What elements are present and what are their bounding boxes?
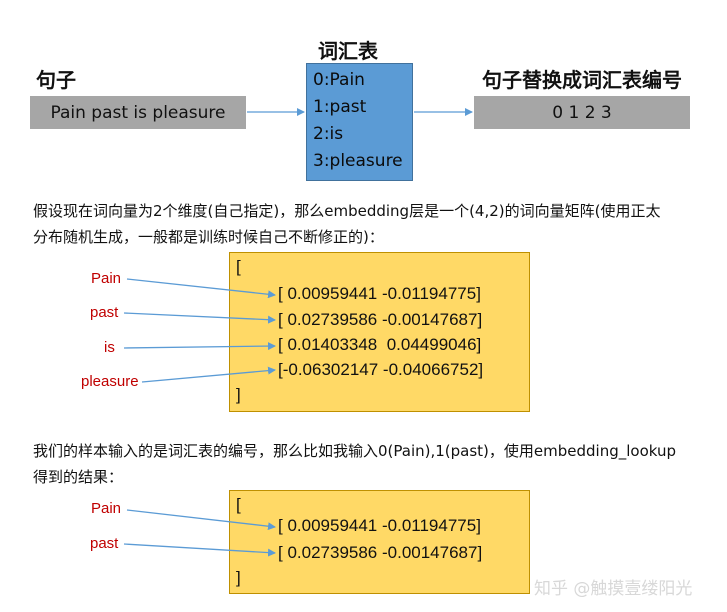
vocab-heading: 词汇表 <box>318 39 378 63</box>
matrix-close-bracket: ] <box>236 568 241 587</box>
replaced-box: 0 1 2 3 <box>474 96 690 129</box>
matrix-row: [ 0.01403348 0.04499046] <box>278 335 482 354</box>
matrix-row: [ 0.00959441 -0.01194775] <box>278 284 481 303</box>
paragraph-1-line-1: 假设现在词向量为2个维度(自己指定)，那么embedding层是一个(4,2)的… <box>33 202 661 220</box>
arrow-pain-to-row0 <box>126 278 276 299</box>
vocab-item: 0:Pain <box>313 70 365 90</box>
matrix-row: [ 0.02739586 -0.00147687] <box>278 310 483 329</box>
sentence-heading: 句子 <box>36 68 76 92</box>
vocab-item: 1:past <box>313 97 367 117</box>
label-is: is <box>104 339 115 356</box>
paragraph-2-line-1: 我们的样本输入的是词汇表的编号，那么比如我输入0(Pain),1(past)，使… <box>33 442 677 460</box>
arrow-past-to-result-row1 <box>123 543 276 557</box>
label-pain: Pain <box>91 500 122 517</box>
label-pain: Pain <box>91 270 122 287</box>
label-past: past <box>90 535 119 552</box>
matrix-row: [-0.06302147 -0.04066752] <box>278 360 484 379</box>
matrix-row: [ 0.00959441 -0.01194775] <box>278 516 481 535</box>
replaced-heading: 句子替换成词汇表编号 <box>482 68 682 92</box>
label-pleasure: pleasure <box>81 373 139 390</box>
arrow-is-to-row2 <box>123 342 276 351</box>
arrow-past-to-row1 <box>123 312 276 324</box>
vocab-box: 0:Pain 1:past 2:is 3:pleasure <box>306 63 413 181</box>
sentence-box: Pain past is pleasure <box>30 96 246 129</box>
lookup-result-box: [ [ 0.00959441 -0.01194775] [ 0.02739586… <box>229 490 530 594</box>
arrow-pain-to-result-row0 <box>126 509 276 531</box>
vocab-item: 2:is <box>313 124 344 144</box>
matrix-open-bracket: [ <box>236 257 241 276</box>
matrix-row: [ 0.02739586 -0.00147687] <box>278 543 483 562</box>
paragraph-2: 我们的样本输入的是词汇表的编号，那么比如我输入0(Pain),1(past)，使… <box>33 438 723 490</box>
label-past: past <box>90 304 119 321</box>
watermark: 知乎 @触摸壹缕阳光 <box>534 579 693 599</box>
matrix-open-bracket: [ <box>236 495 241 514</box>
arrow-pleasure-to-row3 <box>141 366 276 383</box>
vocab-item: 3:pleasure <box>313 151 403 171</box>
paragraph-1-line-2: 分布随机生成，一般都是训练时候自己不断修正的)： <box>33 228 384 246</box>
embedding-matrix-box: [ [ 0.00959441 -0.01194775] [ 0.02739586… <box>229 252 530 412</box>
paragraph-2-line-2: 得到的结果： <box>33 468 124 486</box>
paragraph-1: 假设现在词向量为2个维度(自己指定)，那么embedding层是一个(4,2)的… <box>33 198 723 250</box>
matrix-close-bracket: ] <box>236 385 241 404</box>
